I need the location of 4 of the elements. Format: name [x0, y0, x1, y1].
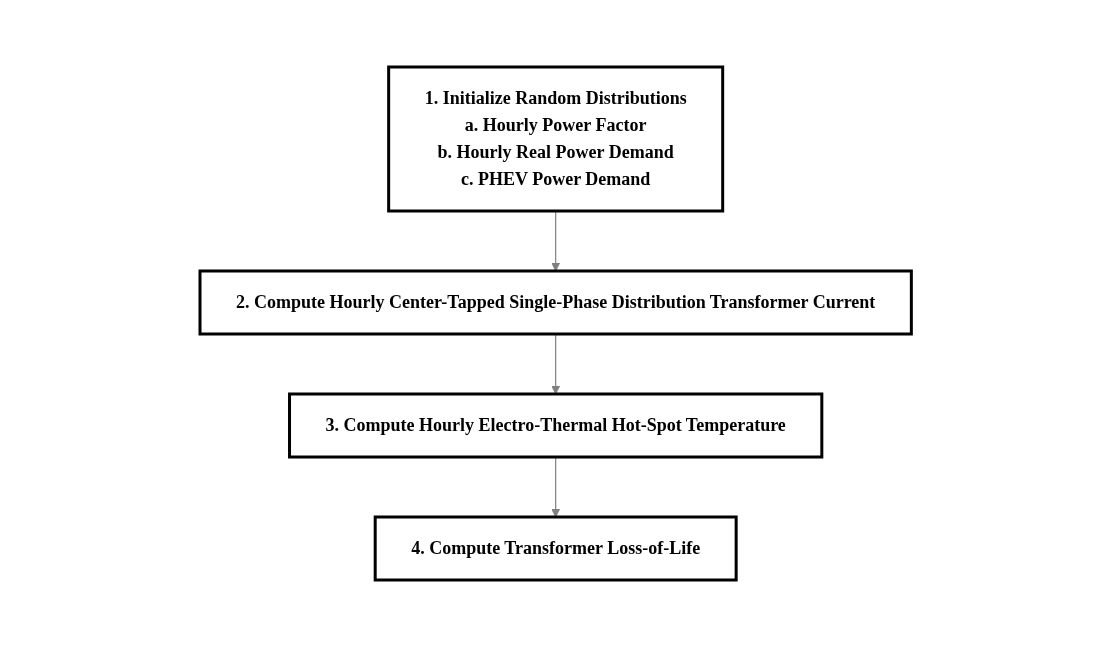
node-box: 2. Compute Hourly Center-Tapped Single-Phase Distribution Transformer Current	[198, 269, 914, 335]
node-box: 1. Initialize Random Distributions a. Hourly Power Factor b. Hourly Real Power Demand c. PHEV Power Demand	[387, 65, 725, 212]
node-box: 3. Compute Hourly Electro-Thermal Hot-Spot Temperature	[288, 392, 824, 458]
node-box: 4. Compute Transformer Loss-of-Life	[374, 515, 738, 581]
